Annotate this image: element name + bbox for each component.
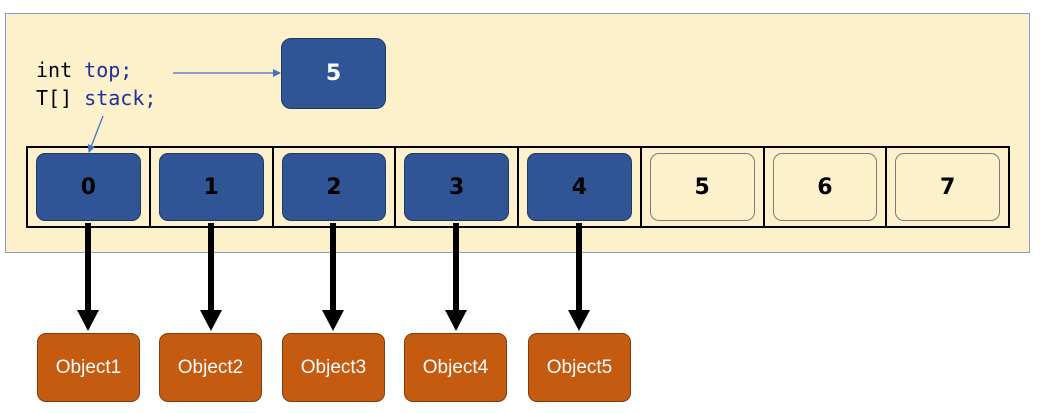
array-cell: 4 — [527, 153, 632, 221]
reference-arrow-head — [200, 310, 222, 331]
top-value-box: 5 — [281, 38, 386, 109]
array-cell: 2 — [281, 153, 387, 221]
array-cell: 7 — [895, 153, 1000, 221]
stack-pointer-arrow — [87, 115, 104, 153]
array-slot: 5 — [642, 148, 765, 226]
object-box: Object4 — [404, 333, 507, 402]
reference-arrows — [77, 223, 590, 331]
reference-arrow-head — [445, 310, 467, 331]
code-identifier: top; — [84, 58, 133, 82]
array-cell: 6 — [772, 153, 878, 221]
array-slot: 6 — [765, 148, 888, 226]
array-slot: 0 — [28, 148, 151, 226]
object-box: Object2 — [159, 333, 262, 402]
object-box: Object1 — [37, 333, 140, 402]
array-cell: 3 — [404, 153, 509, 221]
object-box: Object5 — [528, 333, 631, 402]
reference-arrow-head — [568, 310, 590, 331]
object-box: Object3 — [282, 333, 385, 402]
array-cell: 0 — [36, 153, 141, 221]
array-slot: 2 — [274, 148, 397, 226]
reference-arrow-head — [77, 310, 99, 331]
stack-array: 0 1 2 3 4 5 6 7 — [26, 146, 1010, 228]
reference-arrow-head — [322, 310, 344, 331]
code-line-top: int top; — [36, 56, 132, 84]
array-cell: 1 — [158, 153, 264, 221]
array-slot: 7 — [887, 148, 1008, 226]
code-keyword: T[] — [36, 86, 73, 110]
array-slot: 3 — [396, 148, 519, 226]
code-keyword: int — [36, 58, 73, 82]
array-slot: 1 — [151, 148, 274, 226]
code-identifier: stack; — [84, 86, 157, 110]
code-line-stack: T[] stack; — [36, 84, 156, 112]
array-slot: 4 — [519, 148, 642, 226]
array-cell: 5 — [649, 153, 755, 221]
